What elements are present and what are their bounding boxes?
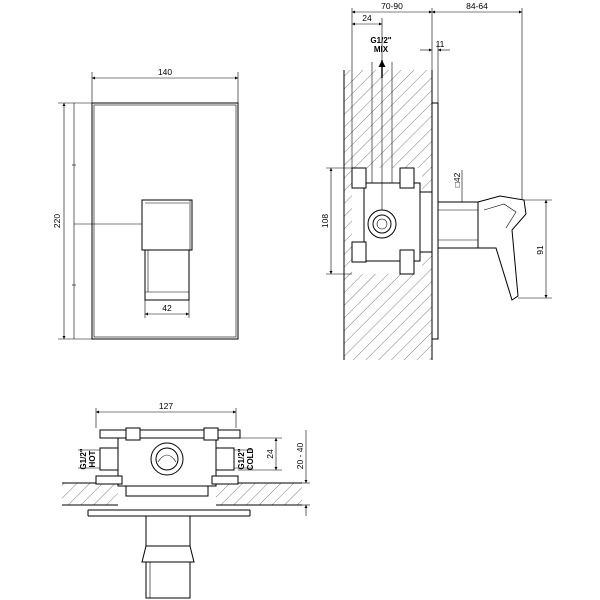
- front-handle-dimension: 42: [144, 300, 190, 318]
- front-width-dimension: 140: [91, 67, 239, 103]
- mixer-body-top: [87, 427, 251, 517]
- front-view: 140 220 42: [52, 67, 239, 340]
- front-height-dimension: 220: [52, 102, 142, 340]
- top-width-dimension: 127: [95, 401, 237, 428]
- side-square-label: □42: [452, 172, 462, 187]
- cover-plate: [91, 102, 239, 340]
- hot-inlet: G1/2" HOT: [78, 448, 100, 470]
- cover-plate-side: [431, 102, 439, 340]
- handle-top: [141, 515, 195, 599]
- mix-label: MIX: [374, 45, 389, 54]
- front-width-label: 140: [158, 67, 172, 77]
- handle-side: [437, 195, 527, 301]
- top-width-label: 127: [159, 401, 173, 411]
- side-protrusion-label: 84-64: [466, 1, 488, 11]
- side-top-dimensions: 70-90 84-64 24 11: [351, 1, 523, 210]
- handle-front: [141, 199, 193, 301]
- hot-thread-label: G1/2": [79, 448, 88, 469]
- top-inlet-offset-dimension: 24: [238, 437, 282, 471]
- top-view: 127 G1/2" HOT G1/2" COLD 24: [62, 401, 310, 599]
- top-depth-label: 20 - 40: [295, 442, 305, 469]
- top-inlet-offset-label: 24: [265, 449, 275, 459]
- cover-plate-inner-edge: [93, 104, 237, 338]
- hot-label: HOT: [88, 450, 97, 467]
- cold-label: COLD: [246, 447, 255, 470]
- front-height-label: 220: [52, 214, 62, 228]
- side-view: 70-90 84-64 24 11 G1/2" MIX 108: [320, 1, 552, 360]
- top-depth-dimension: 20 - 40: [295, 430, 310, 516]
- side-plate-label: 11: [436, 39, 445, 49]
- side-wall-depth-label: 70-90: [381, 1, 403, 11]
- mix-outlet: G1/2" MIX: [370, 36, 393, 183]
- mix-thread-label: G1/2": [370, 36, 391, 45]
- side-handle-height-label: 91: [535, 245, 545, 255]
- cold-thread-label: G1/2": [237, 448, 246, 469]
- mixer-body-side: [351, 167, 435, 275]
- side-body-height-label: 108: [320, 214, 330, 228]
- cold-inlet: G1/2" COLD: [234, 447, 255, 470]
- side-square-dimension: □42: [452, 170, 463, 202]
- side-body-height-dimension: 108: [320, 167, 352, 275]
- front-handle-label: 42: [162, 303, 172, 313]
- side-handle-height-dimension: 91: [518, 199, 552, 299]
- side-mix-offset-label: 24: [362, 13, 372, 23]
